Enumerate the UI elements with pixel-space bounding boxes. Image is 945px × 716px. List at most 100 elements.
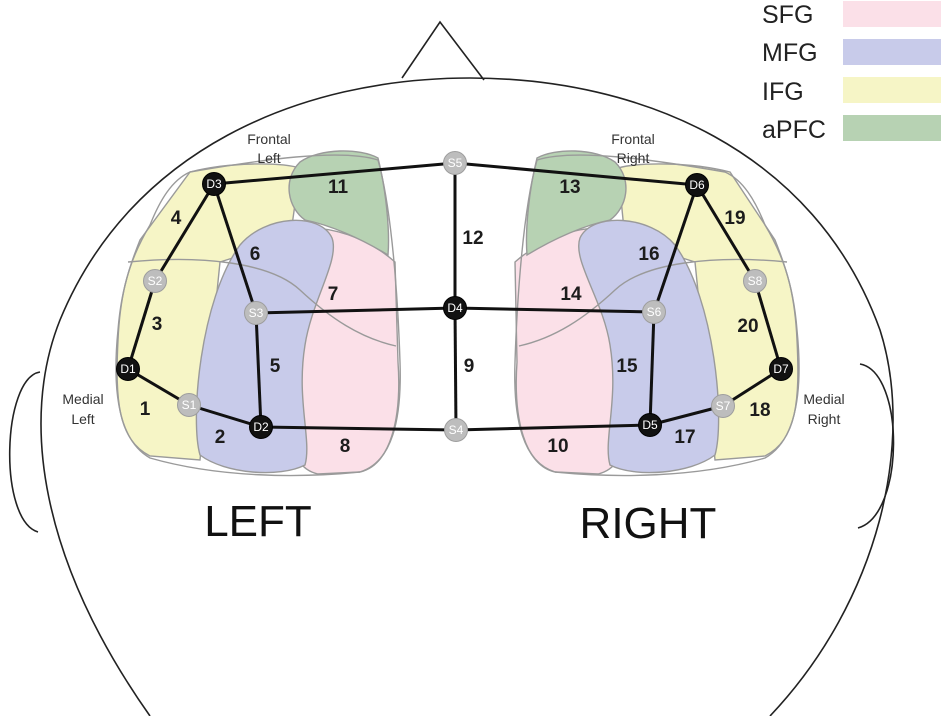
frontal-right-label-line2: Right bbox=[617, 150, 650, 166]
detector-d1-marker bbox=[116, 357, 140, 381]
source-s4-marker bbox=[444, 418, 468, 442]
right-mfg-region bbox=[578, 219, 720, 474]
channel-label-1: 1 bbox=[140, 399, 151, 420]
detector-d7: D7 bbox=[769, 357, 793, 381]
channel-label-19: 19 bbox=[724, 208, 745, 229]
detector-d5: D5 bbox=[638, 413, 662, 437]
legend-swatch-sfg bbox=[843, 1, 941, 27]
left-hemisphere-regions bbox=[115, 150, 401, 477]
channel-labels: 1 2 3 4 5 6 7 8 9 10 11 12 13 14 15 16 1… bbox=[140, 177, 771, 457]
channel-label-3: 3 bbox=[152, 314, 163, 335]
source-s5-label: S5 bbox=[448, 156, 463, 170]
source-s8-label: S8 bbox=[748, 274, 763, 288]
source-s3-label: S3 bbox=[249, 306, 264, 320]
detector-d6-marker bbox=[685, 173, 709, 197]
detector-d3-marker bbox=[202, 172, 226, 196]
hemisphere-left-label: LEFT bbox=[204, 497, 312, 546]
channel-lines bbox=[126, 161, 783, 432]
source-s7: S7 bbox=[711, 394, 735, 418]
channel-label-16: 16 bbox=[638, 244, 659, 265]
right-fold-line bbox=[518, 258, 788, 347]
detector-d2-label: D2 bbox=[253, 420, 269, 434]
optode-nodes: S1 S2 S3 S4 S5 S6 S7 S8 bbox=[116, 151, 793, 442]
channel-label-7: 7 bbox=[328, 284, 339, 305]
left-ear bbox=[8, 371, 41, 533]
channel-label-5: 5 bbox=[270, 356, 281, 377]
source-s7-marker bbox=[711, 394, 735, 418]
channel-line-20 bbox=[753, 280, 783, 370]
detector-d5-marker bbox=[638, 413, 662, 437]
channel-line-5 bbox=[254, 312, 263, 428]
frontal-left-label-line1: Frontal bbox=[247, 131, 291, 147]
source-s8-marker bbox=[743, 269, 767, 293]
source-s1-marker bbox=[177, 393, 201, 417]
area-annotations: Frontal Left Frontal Right Medial Left M… bbox=[62, 131, 844, 427]
channel-label-12: 12 bbox=[462, 228, 483, 249]
channel-line-4 bbox=[153, 183, 216, 282]
detector-d3: D3 bbox=[202, 172, 226, 196]
frontal-right-label-line1: Frontal bbox=[611, 131, 655, 147]
channel-label-2: 2 bbox=[215, 427, 226, 448]
channel-line-14 bbox=[454, 306, 655, 314]
detector-d1: D1 bbox=[116, 357, 140, 381]
channel-label-9: 9 bbox=[464, 356, 475, 377]
detector-d6-label: D6 bbox=[689, 178, 705, 192]
channel-label-20: 20 bbox=[737, 316, 758, 337]
legend-label-ifg: IFG bbox=[762, 78, 804, 106]
detector-d4-label: D4 bbox=[447, 301, 463, 315]
detector-d7-label: D7 bbox=[773, 362, 789, 376]
medial-right-label-line2: Right bbox=[808, 411, 841, 427]
right-lobe-outline bbox=[514, 154, 800, 477]
channel-label-6: 6 bbox=[250, 244, 261, 265]
source-s8: S8 bbox=[743, 269, 767, 293]
head-outline bbox=[8, 20, 895, 716]
detector-d2: D2 bbox=[249, 415, 273, 439]
hemisphere-right-label: RIGHT bbox=[580, 499, 717, 548]
legend-swatch-mfg bbox=[843, 39, 941, 65]
source-s4-label: S4 bbox=[449, 423, 464, 437]
channel-line-7 bbox=[255, 306, 456, 315]
channel-label-18: 18 bbox=[749, 400, 770, 421]
source-s6-marker bbox=[642, 300, 666, 324]
source-s3-marker bbox=[244, 301, 268, 325]
channel-label-14: 14 bbox=[560, 284, 582, 305]
channel-line-3 bbox=[126, 280, 157, 370]
legend: SFG MFG IFG aPFC bbox=[762, 1, 941, 144]
legend-label-sfg: SFG bbox=[762, 1, 813, 29]
channel-line-8 bbox=[260, 425, 457, 432]
detector-d2-marker bbox=[249, 415, 273, 439]
detector-d6: D6 bbox=[685, 173, 709, 197]
legend-swatch-ifg bbox=[843, 77, 941, 103]
detector-d1-label: D1 bbox=[120, 362, 136, 376]
legend-swatch-apfc bbox=[843, 115, 941, 141]
channel-line-2 bbox=[188, 403, 262, 429]
channel-line-6 bbox=[212, 183, 258, 314]
channel-line-19 bbox=[695, 184, 757, 282]
left-fold-line bbox=[127, 258, 397, 347]
channel-label-8: 8 bbox=[340, 436, 351, 457]
medial-left-label-line2: Left bbox=[71, 411, 94, 427]
source-s1: S1 bbox=[177, 393, 201, 417]
medial-left-label-line1: Medial bbox=[62, 391, 103, 407]
frontal-left-label-line2: Left bbox=[257, 150, 280, 166]
left-apfc-region bbox=[288, 150, 390, 257]
right-ear bbox=[857, 363, 895, 529]
nose bbox=[401, 20, 485, 81]
channel-line-9 bbox=[453, 307, 458, 431]
channel-line-16 bbox=[652, 184, 699, 313]
channel-line-15 bbox=[648, 311, 656, 426]
channel-label-15: 15 bbox=[616, 356, 638, 377]
detector-d4-marker bbox=[443, 296, 467, 320]
source-s1-label: S1 bbox=[182, 398, 197, 412]
detector-d4: D4 bbox=[443, 296, 467, 320]
left-lobe-outline bbox=[115, 154, 401, 477]
detector-d5-label: D5 bbox=[642, 418, 658, 432]
source-s3: S3 bbox=[244, 301, 268, 325]
source-s6-label: S6 bbox=[647, 305, 662, 319]
source-s4: S4 bbox=[444, 418, 468, 442]
channel-line-11 bbox=[213, 161, 456, 186]
medial-right-label-line1: Medial bbox=[803, 391, 844, 407]
source-s5-marker bbox=[443, 151, 467, 175]
channel-label-17: 17 bbox=[674, 427, 695, 448]
